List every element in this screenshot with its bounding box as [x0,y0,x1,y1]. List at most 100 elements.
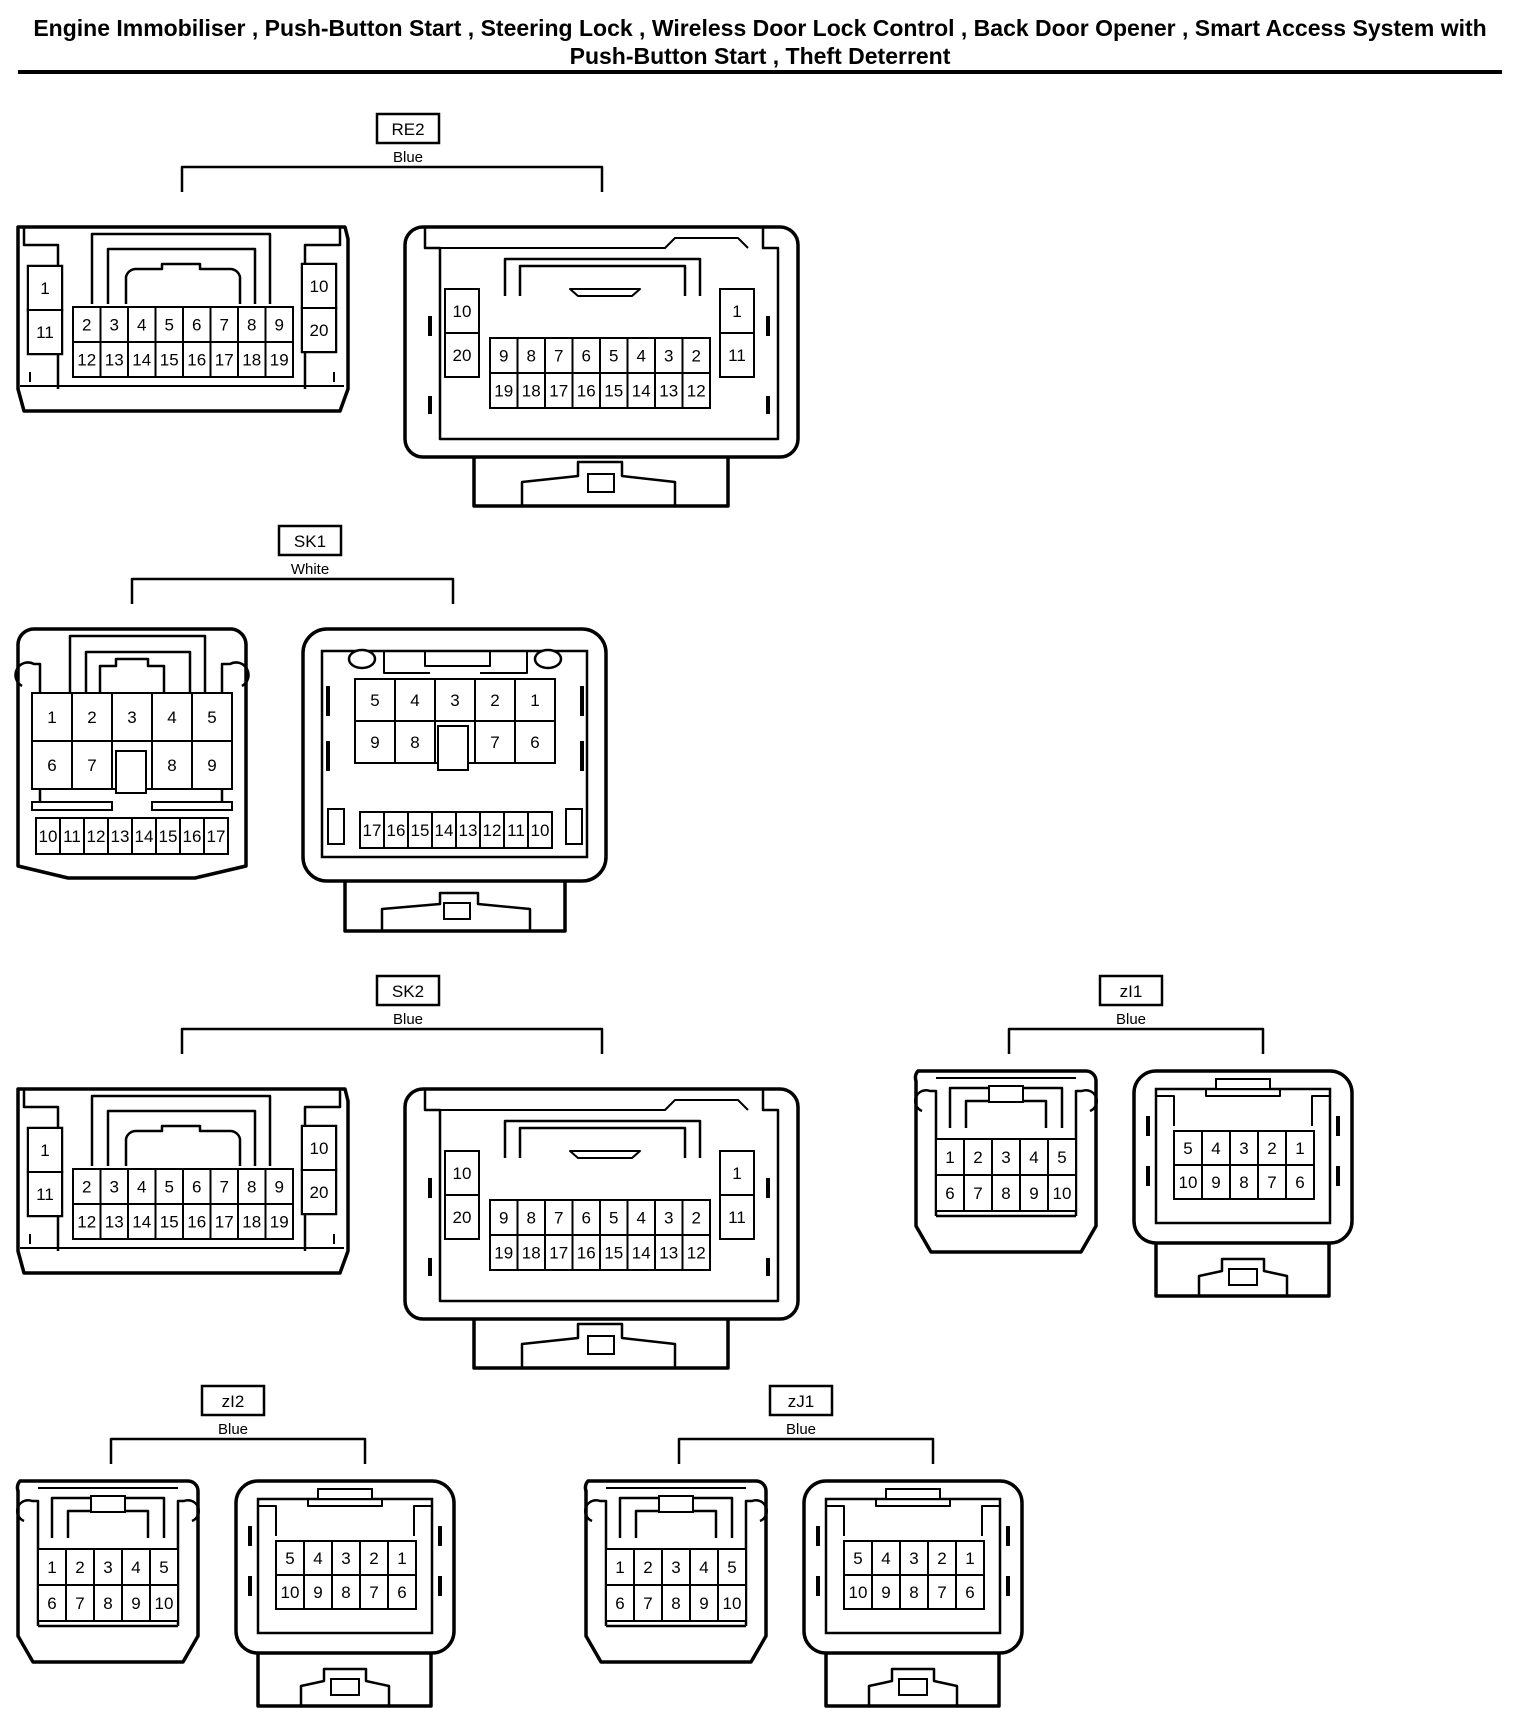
pin-label: 8 [341,1583,350,1602]
pin-cell [203,817,229,855]
pin-cell [431,811,457,849]
pin-label: 3 [671,1558,680,1577]
pin-label: 3 [664,347,673,366]
pin-cell [489,1234,519,1271]
pin-label: 9 [1029,1184,1038,1203]
pin-label: 10 [1053,1184,1072,1203]
pin-cell [111,692,153,742]
pin-label: 10 [39,827,58,846]
pin-cell [37,1584,67,1622]
pin-label: 17 [215,1213,234,1232]
connector-code: SK1 [294,532,326,551]
pin-label: 20 [310,1183,329,1202]
pin-label: 16 [387,821,406,840]
pin-cell [301,307,337,353]
pin-cell [479,811,505,849]
pin-label: 6 [615,1594,624,1613]
connector-code: zJ1 [788,1392,814,1411]
pin-label: 5 [159,1558,168,1577]
connector-color: Blue [786,1421,816,1438]
pin-cell [599,1234,629,1271]
pin-cell [264,1168,294,1205]
pin-label: 16 [187,1213,206,1232]
pin-label: 8 [1239,1173,1248,1192]
pin-cell [955,1574,985,1610]
pin-label: 9 [313,1583,322,1602]
pin-label: 15 [160,351,179,370]
pin-cell [182,341,212,378]
pin-label: 3 [1239,1139,1248,1158]
pin-cell [963,1174,993,1212]
pin-label: 4 [637,1209,646,1228]
pin-label: 10 [453,1164,472,1183]
pin-cell [72,1203,102,1240]
pin-cell [209,341,239,378]
pin-label: 8 [103,1594,112,1613]
pin-label: 2 [490,691,499,710]
pin-cell [191,692,233,742]
pin-cell [1229,1164,1259,1200]
pin-label: 5 [285,1549,294,1568]
pin-label: 2 [369,1549,378,1568]
pin-label: 7 [937,1583,946,1602]
pin-label: 14 [135,827,154,846]
pin-label: 18 [242,1213,261,1232]
pin-label: 11 [36,1185,54,1204]
pin-cell [681,337,711,374]
pin-label: 19 [494,382,513,401]
pin-cell [717,1584,747,1622]
pin-cell [1285,1164,1315,1200]
pin-cell [1019,1174,1049,1212]
pin-label: 2 [82,316,91,335]
pin-label: 14 [132,351,151,370]
pin-label: 13 [659,1244,678,1263]
pin-label: 3 [110,1178,119,1197]
pin-label: 9 [499,347,508,366]
pin-label: 6 [397,1583,406,1602]
pin-label: 6 [192,1178,201,1197]
pin-label: 6 [965,1583,974,1602]
pin-label: 10 [531,821,550,840]
pin-label: 12 [483,821,502,840]
pin-label: 1 [530,691,539,710]
pin-cell [237,1203,267,1240]
pin-cell [571,1234,601,1271]
pin-label: 5 [609,1209,618,1228]
pin-label: 6 [530,733,539,752]
pin-cell [127,1203,157,1240]
pin-cell [93,1584,123,1622]
pin-cell [209,1203,239,1240]
pin-cell [27,1171,63,1217]
pin-cell [154,1203,184,1240]
pin-cell [99,341,129,378]
pin-cell [354,720,396,764]
pin-cell [605,1584,635,1622]
pin-label: 8 [909,1583,918,1602]
pin-cell [182,306,212,343]
pin-cell [99,1168,129,1205]
pin-label: 3 [450,691,459,710]
pin-label: 17 [363,821,382,840]
pin-cell [599,1199,629,1236]
pin-label: 11 [728,346,746,365]
pin-cell [154,341,184,378]
pin-label: 1 [47,708,56,727]
pin-label: 8 [671,1594,680,1613]
connector-color: Blue [218,1421,248,1438]
pin-label: 9 [1211,1173,1220,1192]
pin-label: 3 [1001,1148,1010,1167]
pin-label: 18 [522,382,541,401]
pin-cell [65,1548,95,1586]
pin-cell [871,1540,901,1576]
pin-cell [83,817,109,855]
connector-code: zI1 [1120,982,1143,1001]
pin-label: 2 [1267,1139,1276,1158]
pin-label: 15 [604,382,623,401]
pin-label: 19 [270,1213,289,1232]
